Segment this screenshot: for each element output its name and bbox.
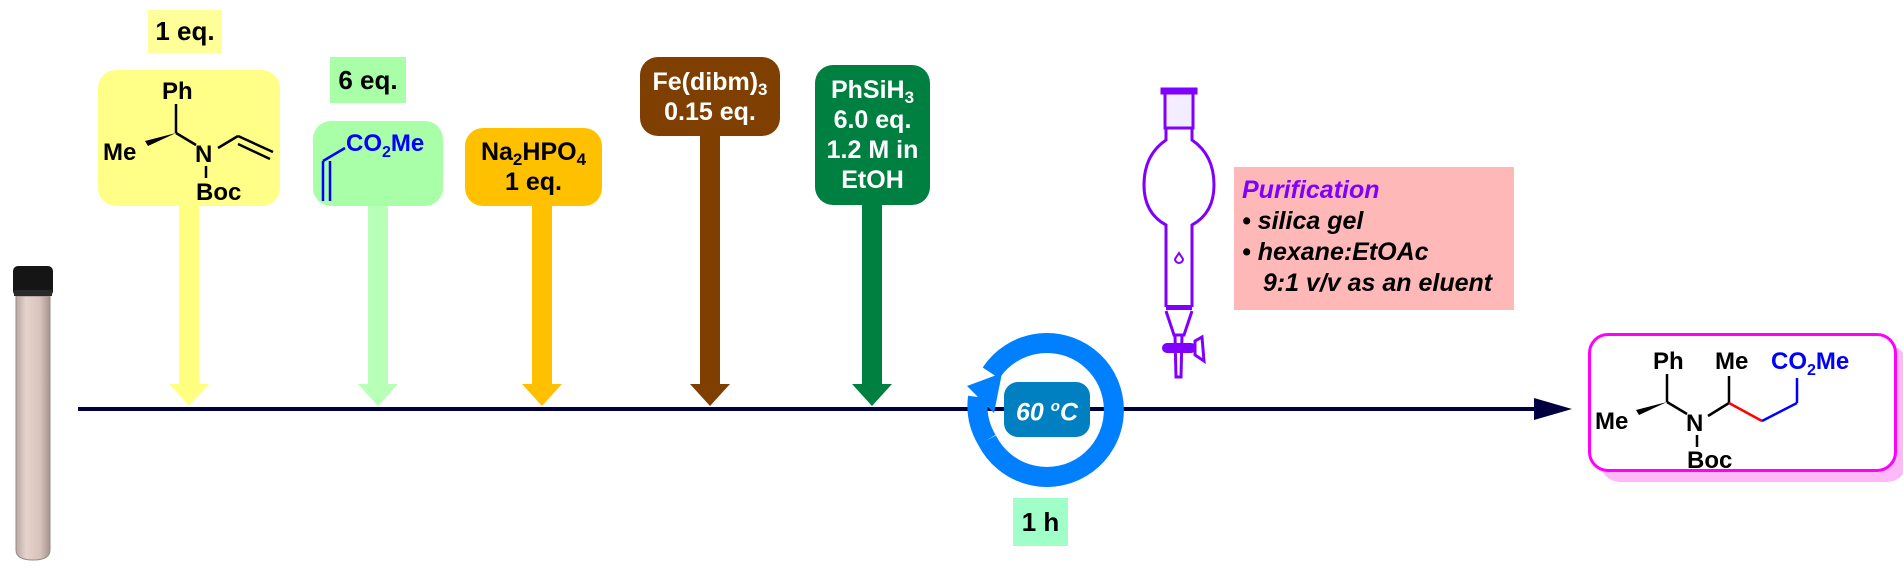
ph-label: Ph [162,78,193,105]
acrylate-box: CO2Me [313,121,443,206]
heating-cycle-icon [967,332,1124,487]
separatory-funnel-icon [1142,87,1216,379]
acrylate-structure: CO2Me [321,130,424,201]
boc-label: Boc [1687,447,1732,469]
na2hpo4-box: Na2HPO4 1 eq. [465,128,602,206]
n-label: N [195,141,212,168]
boc-label: Boc [196,179,241,206]
acrylate-arrowhead [358,384,398,406]
me-label: Me [391,130,424,157]
purification-item: 9:1 v/v as an eluent [1242,269,1493,297]
product-structure: Ph Me N Me CO2Me Boc [1595,348,1849,469]
ph-label: Ph [1653,348,1684,375]
degree-symbol: o [1050,397,1060,415]
purification-item: • hexane:EtOAc [1242,238,1429,266]
timeline-arrowhead [1534,398,1572,420]
sub-2: 2 [382,144,391,161]
fe-catalyst-box: Fe(dibm)3 0.15 eq. [640,57,780,136]
enamide-box: Ph Me N Boc [98,70,280,206]
phenylsilane-arrow-stem [862,205,882,386]
fe-catalyst-formula: Fe(dibm)3 [652,67,768,99]
phenylsilane-box: PhSiH3 6.0 eq. 1.2 M in EtOH [815,65,930,205]
acrylate-equiv-tag: 6 eq. [330,57,406,103]
temperature-value: 60 [1016,398,1051,427]
phenylsilane-formula: PhSiH3 [830,76,915,107]
new-bond-red [1728,401,1763,423]
enamide-equiv-tag: 1 eq. [148,10,222,53]
ester-me-label: Me [1816,348,1849,375]
me-label: Me [1715,348,1748,375]
svg-text:CO2Me: CO2Me [1771,348,1849,379]
acrylate-equiv: 6 eq. [338,64,398,95]
test-tube-icon [13,266,53,561]
phenylsilane-arrowhead [852,384,892,406]
co-label: CO [346,130,382,157]
fe-catalyst-arrow-stem [700,136,720,386]
co-label: CO [1771,348,1807,375]
fe-catalyst-equiv: 0.15 eq. [664,97,756,126]
fe-catalyst-arrowhead [690,384,730,406]
me-label: Me [1595,408,1628,435]
phenylsilane-conc: 1.2 M in [826,136,919,164]
enamide-equiv: 1 eq. [155,16,215,46]
temperature-badge: 60 oC [1004,382,1090,437]
enamide-structure: Ph Me N Boc [103,78,274,206]
reaction-time: 1 h [1021,506,1060,537]
phenylsilane-equiv: 6.0 eq. [833,106,912,134]
acrylate-arrow-stem [368,206,388,386]
purification-title: Purification [1242,176,1380,204]
purification-box: Purification • silica gel • hexane:EtOAc… [1234,167,1514,310]
na2hpo4-equiv: 1 eq. [505,168,562,196]
product-box: Ph Me N Me CO2Me Boc [1588,333,1897,472]
na2hpo4-arrowhead [522,384,562,406]
me-label: Me [103,139,136,166]
sub-2: 2 [1807,362,1816,379]
enamide-arrowhead [169,384,209,406]
na2hpo4-formula: Na2HPO4 [480,138,587,169]
purification-item: • silica gel [1242,207,1364,235]
enamide-arrow-stem [179,206,199,386]
phenylsilane-solvent: EtOH [841,166,904,194]
n-label: N [1686,410,1703,437]
na2hpo4-arrow-stem [532,206,552,386]
timeline-arrow [78,407,1548,411]
svg-text:CO2Me: CO2Me [346,130,424,161]
temperature-unit: C [1059,398,1078,427]
time-tag: 1 h [1013,498,1068,546]
